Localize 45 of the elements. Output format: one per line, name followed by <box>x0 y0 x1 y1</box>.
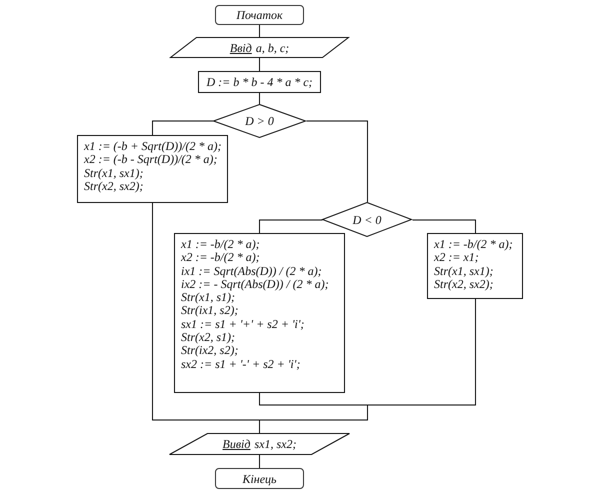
io-text: a, b, c; <box>256 40 290 54</box>
code-line: sx1 := s1 + '+' + s2 + 'i'; <box>181 318 304 332</box>
end-terminal <box>215 468 304 489</box>
start-terminal <box>215 5 304 25</box>
terminal-label: Кінець <box>242 472 277 486</box>
code-line: Str(x1, sx1); <box>434 264 494 278</box>
decision-diamond <box>322 202 412 237</box>
code-line: x2 := (-b - Sqrt(D))/(2 * a); <box>84 153 218 167</box>
connector-line <box>259 454 260 468</box>
terminal-label: Початок <box>236 8 283 22</box>
io-keyword: Вивід <box>222 437 250 451</box>
process-text: D := b * b - 4 * a * c; <box>206 75 313 89</box>
io-keyword: Ввід <box>230 40 252 54</box>
output-parallelogram <box>169 433 350 455</box>
code-line: Str(ix2, s2); <box>181 344 238 358</box>
connector-line <box>152 120 214 136</box>
code-line: x1 := (-b + Sqrt(D))/(2 * a); <box>84 140 222 154</box>
code-line: Str(x1, s1); <box>181 291 235 304</box>
code-line: x2 := x1; <box>434 251 479 265</box>
connector-line <box>412 220 476 234</box>
io-text: sx1, sx2; <box>254 437 296 451</box>
code-line: x2 := -b/(2 * a); <box>181 251 260 265</box>
connector-line <box>259 92 260 104</box>
code-line: Str(ix1, s2); <box>181 304 238 318</box>
process-box <box>427 233 523 299</box>
process-box <box>77 135 228 203</box>
code-line: Str(x1, sx1); <box>84 166 144 180</box>
code-line: x1 := -b/(2 * a); <box>181 238 260 252</box>
code-line: x1 := -b/(2 * a); <box>434 238 513 252</box>
code-line: Str(x2, sx2); <box>434 278 494 292</box>
process-box <box>174 233 345 393</box>
condition-text: D < 0 <box>352 212 382 226</box>
code-line: sx2 := s1 + '-' + s2 + 'i'; <box>181 358 300 371</box>
code-line: ix2 := - Sqrt(Abs(D)) / (2 * a); <box>181 278 329 292</box>
decision-diamond <box>213 104 306 138</box>
connector-line <box>306 120 368 202</box>
input-parallelogram <box>170 37 349 58</box>
connector-line <box>259 24 260 38</box>
connector-line <box>259 220 323 234</box>
code-line: Str(x2, s1); <box>181 331 235 344</box>
process-box <box>198 71 321 93</box>
condition-text: D > 0 <box>245 114 274 128</box>
connector-line <box>259 58 260 72</box>
code-line: Str(x2, sx2); <box>84 180 144 194</box>
code-line: ix1 := Sqrt(Abs(D)) / (2 * a); <box>181 264 322 278</box>
